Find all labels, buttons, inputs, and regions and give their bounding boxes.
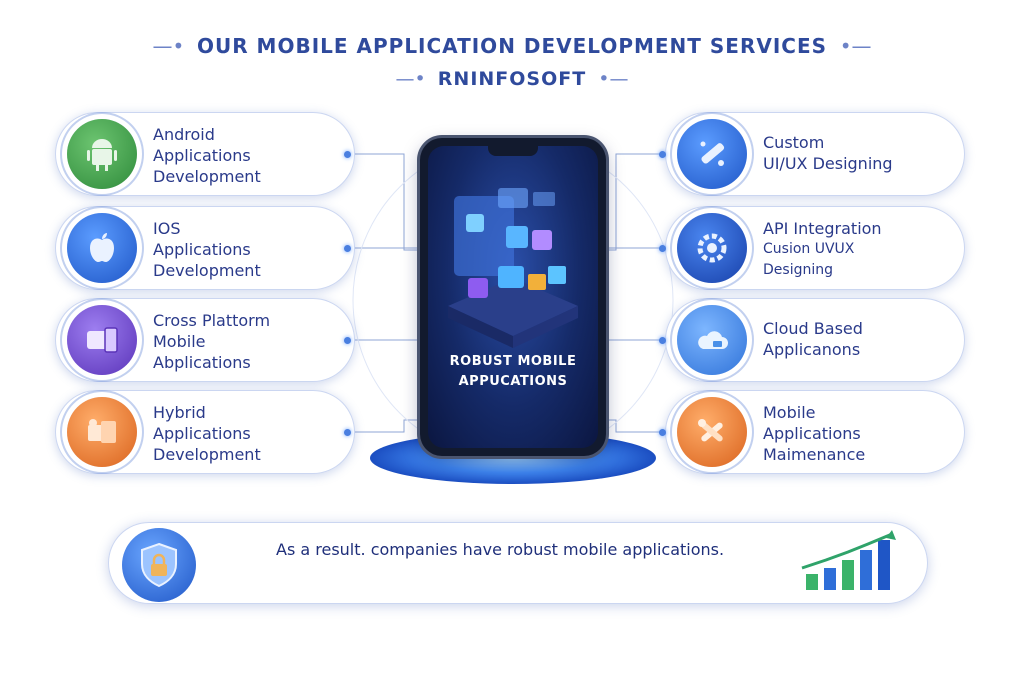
page-title: —• OUR MOBILE APPLICATION DEVELOPMENT SE… <box>152 34 872 58</box>
growth-chart-icon <box>801 530 896 590</box>
connector-dot <box>344 151 351 158</box>
connector-dot <box>344 337 351 344</box>
connector-dot <box>659 429 666 436</box>
design-tools-icon <box>677 119 747 189</box>
phone-screen: ROBUST MOBILE APPUCATIONS <box>428 146 598 448</box>
title-text: OUR MOBILE APPLICATION DEVELOPMENT SERVI… <box>196 34 828 58</box>
summary-banner: As a result. companies have robust mobil… <box>108 522 928 604</box>
shield-lock-icon <box>122 528 196 602</box>
page-subtitle: —• RNINFOSOFT •— <box>395 68 629 90</box>
apple-icon <box>67 213 137 283</box>
summary-text: As a result. companies have robust mobil… <box>276 540 725 559</box>
connector-dot <box>659 245 666 252</box>
phone-device: ROBUST MOBILE APPUCATIONS <box>420 138 606 456</box>
connector-dot <box>344 429 351 436</box>
app-blocks-illustration <box>448 188 578 348</box>
android-icon <box>67 119 137 189</box>
phone-notch <box>488 146 538 156</box>
phone-screen-label: ROBUST MOBILE APPUCATIONS <box>449 354 577 389</box>
connector-dot <box>659 337 666 344</box>
connector-dot <box>344 245 351 252</box>
devices-icon <box>67 305 137 375</box>
cloud-icon <box>677 305 747 375</box>
wrench-icon <box>677 397 747 467</box>
gear-icon <box>677 213 747 283</box>
connector-dot <box>659 151 666 158</box>
subtitle-text: RNINFOSOFT <box>437 68 587 90</box>
tools-icon <box>67 397 137 467</box>
